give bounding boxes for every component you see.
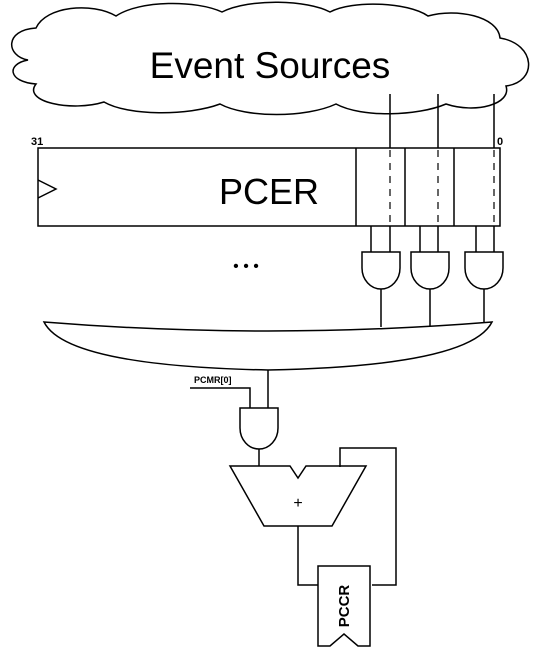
pcmr-wire	[190, 387, 251, 408]
adder: +	[228, 465, 368, 527]
adder-icon	[228, 465, 368, 527]
event-sources-label: Event Sources	[150, 45, 391, 86]
feedback-wire	[339, 447, 397, 586]
ellipsis-label: • • •	[233, 258, 259, 275]
adder-output-wire	[297, 526, 318, 586]
bit-to-gate-wires	[370, 226, 495, 252]
event-lines	[389, 94, 495, 148]
pccr-label: PCCR	[336, 585, 353, 628]
pcer-register: 31 0 PCER	[31, 136, 503, 227]
pcmr-label: PCMR[0]	[194, 375, 232, 385]
pcer-lsb-label: 0	[497, 136, 503, 148]
pccr-register: PCCR	[317, 565, 371, 647]
pcer-box	[37, 147, 501, 227]
and-gates	[361, 251, 504, 290]
or-gate-icon	[42, 321, 494, 371]
and-gate-2-icon	[410, 251, 450, 290]
gate-output-wires	[380, 289, 485, 327]
and-gate-3-icon	[464, 251, 504, 290]
pccr-box	[317, 565, 371, 647]
adder-symbol: +	[293, 495, 302, 512]
pcer-msb-label: 31	[31, 136, 43, 148]
event-sources-cloud: Event Sources	[11, 1, 530, 116]
pcer-label: PCER	[219, 171, 319, 212]
and-gate-1-icon	[361, 251, 401, 290]
clock-triangle-icon	[37, 179, 58, 199]
enable-and-gate-icon	[239, 407, 279, 450]
pcmr-input: PCMR[0]	[190, 375, 251, 408]
